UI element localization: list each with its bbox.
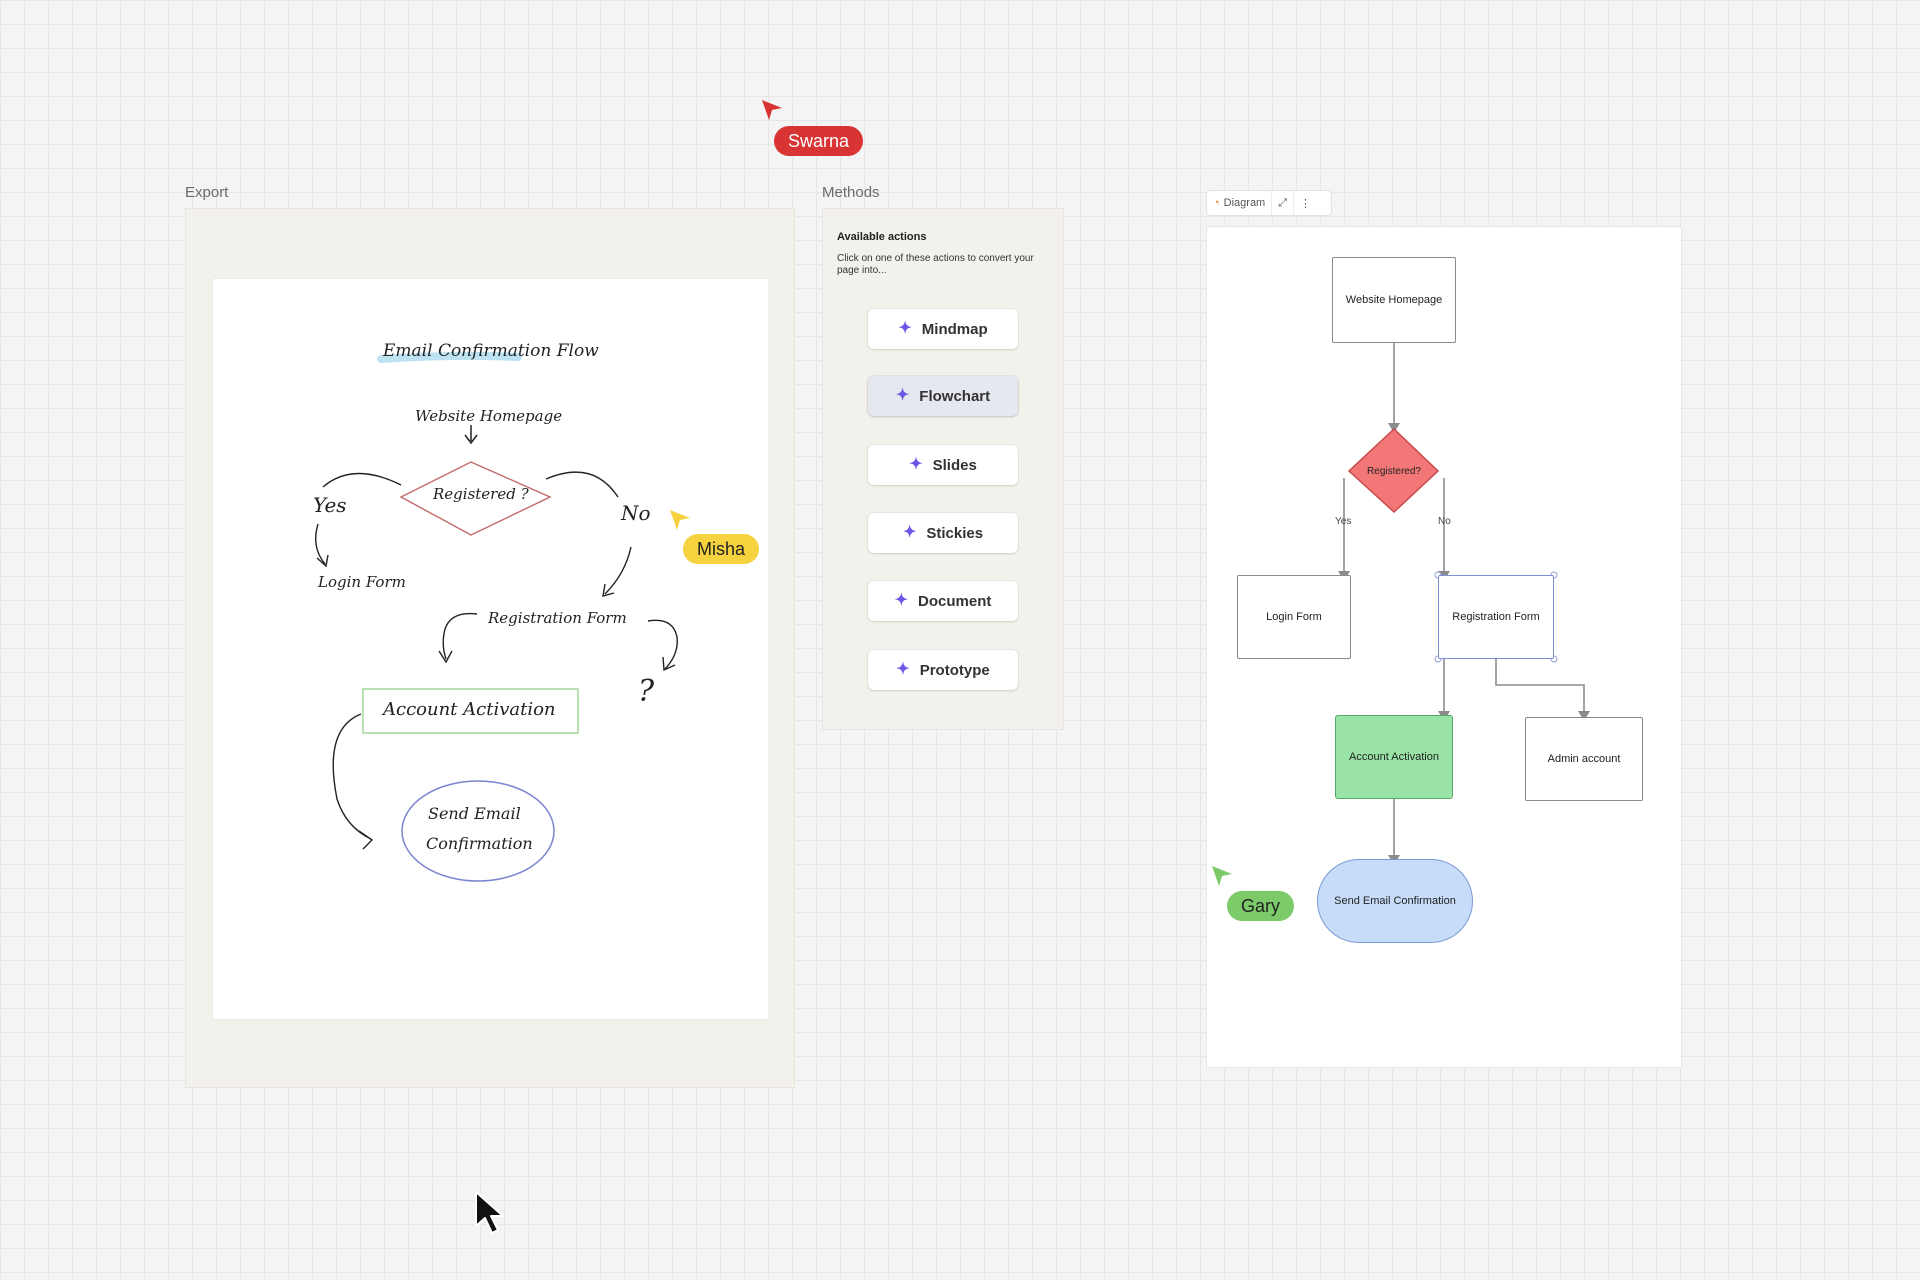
action-label: Mindmap: [921, 320, 988, 338]
sketch-registered: Registered ?: [433, 485, 529, 503]
mouse-pointer-icon: [475, 1191, 504, 1234]
edge-label-yes: Yes: [1335, 516, 1352, 527]
node-website-homepage[interactable]: Website Homepage: [1332, 257, 1456, 343]
node-registration-form[interactable]: Registration Form: [1438, 575, 1554, 659]
gary-cursor-icon: [1212, 866, 1232, 886]
sketch-account-box: [362, 688, 579, 734]
sketch-login-form: Login Form: [318, 573, 406, 591]
methods-description: Click on one of these actions to convert…: [837, 253, 1034, 276]
methods-title: Available actions: [837, 231, 927, 243]
expand-icon: ⤢: [1278, 196, 1288, 209]
sketch-question: ?: [638, 674, 655, 709]
action-label: Slides: [932, 456, 977, 474]
action-label: Prototype: [919, 661, 990, 679]
sketch-send-email-ellipse: [401, 780, 555, 882]
methods-frame-label[interactable]: Methods: [822, 184, 880, 201]
sparkle-icon: ✦: [898, 320, 912, 337]
sparkle-icon: ✦: [902, 524, 917, 541]
diagram-toolbar[interactable]: ◔ Diagram ⤢ ⋮: [1206, 190, 1332, 216]
export-frame-label[interactable]: Export: [185, 184, 229, 201]
more-options-button[interactable]: ⋮: [1294, 191, 1317, 215]
swarna-cursor-icon: [762, 100, 782, 120]
node-login-form[interactable]: Login Form: [1237, 575, 1351, 659]
diagram-toolbar-label: Diagram: [1223, 197, 1266, 209]
sparkle-icon: ✦: [909, 456, 923, 473]
more-vertical-icon: ⋮: [1300, 197, 1312, 210]
sketch-account-activation: Account Activation: [383, 699, 556, 720]
sketch-no: No: [621, 501, 651, 525]
misha-cursor-icon: [670, 510, 690, 530]
sketch-website-homepage: Website Homepage: [415, 407, 563, 425]
export-frame[interactable]: Email Confirmation Flow Website Homepage…: [185, 208, 795, 1088]
sketch-registered-diamond: [399, 461, 552, 536]
misha-cursor-label: Misha: [683, 534, 760, 564]
diagram-icon: ◔: [1213, 197, 1220, 209]
sketch-title: Email Confirmation Flow: [383, 341, 599, 361]
sketch-yes: Yes: [313, 493, 347, 517]
sparkle-icon: ✦: [896, 661, 910, 678]
sparkle-icon: ✦: [895, 387, 910, 404]
methods-frame[interactable]: Available actions Click on one of these …: [822, 208, 1064, 730]
export-paper: Email Confirmation Flow Website Homepage…: [213, 279, 768, 1019]
diagram-panel[interactable]: Website Homepage Registered? Yes No Logi…: [1206, 226, 1682, 1068]
sparkle-icon: ✦: [894, 592, 909, 609]
sketch-registration-form: Registration Form: [488, 609, 627, 627]
node-admin-account[interactable]: Admin account: [1525, 717, 1643, 801]
action-label: Stickies: [926, 524, 984, 542]
edge-label-no: No: [1438, 516, 1451, 527]
node-account-activation[interactable]: Account Activation: [1335, 715, 1453, 799]
expand-button[interactable]: ⤢: [1272, 191, 1295, 215]
diagram-toolbar-title[interactable]: ◔ Diagram: [1207, 191, 1273, 215]
action-document-button[interactable]: ✦ Document: [868, 581, 1018, 621]
node-registered[interactable]: Registered?: [1367, 465, 1421, 477]
action-label: Document: [918, 592, 992, 610]
sketch-drawing: [315, 351, 678, 882]
sketch-send-email-line2: Confirmation: [426, 834, 533, 853]
action-stickies-button[interactable]: ✦ Stickies: [868, 513, 1018, 553]
registered-diamond: [1347, 427, 1440, 514]
action-slides-button[interactable]: ✦ Slides: [868, 445, 1018, 485]
title-highlight: [377, 351, 522, 363]
action-mindmap-button[interactable]: ✦ Mindmap: [868, 309, 1018, 349]
action-prototype-button[interactable]: ✦ Prototype: [868, 650, 1018, 690]
swarna-cursor-label: Swarna: [774, 126, 864, 156]
sketch-send-email-line1: Send Email: [428, 804, 521, 823]
action-label: Flowchart: [919, 387, 991, 405]
gary-cursor-label: Gary: [1227, 891, 1295, 921]
node-send-email-confirmation[interactable]: Send Email Confirmation: [1317, 859, 1473, 943]
action-flowchart-button[interactable]: ✦ Flowchart: [868, 376, 1018, 416]
